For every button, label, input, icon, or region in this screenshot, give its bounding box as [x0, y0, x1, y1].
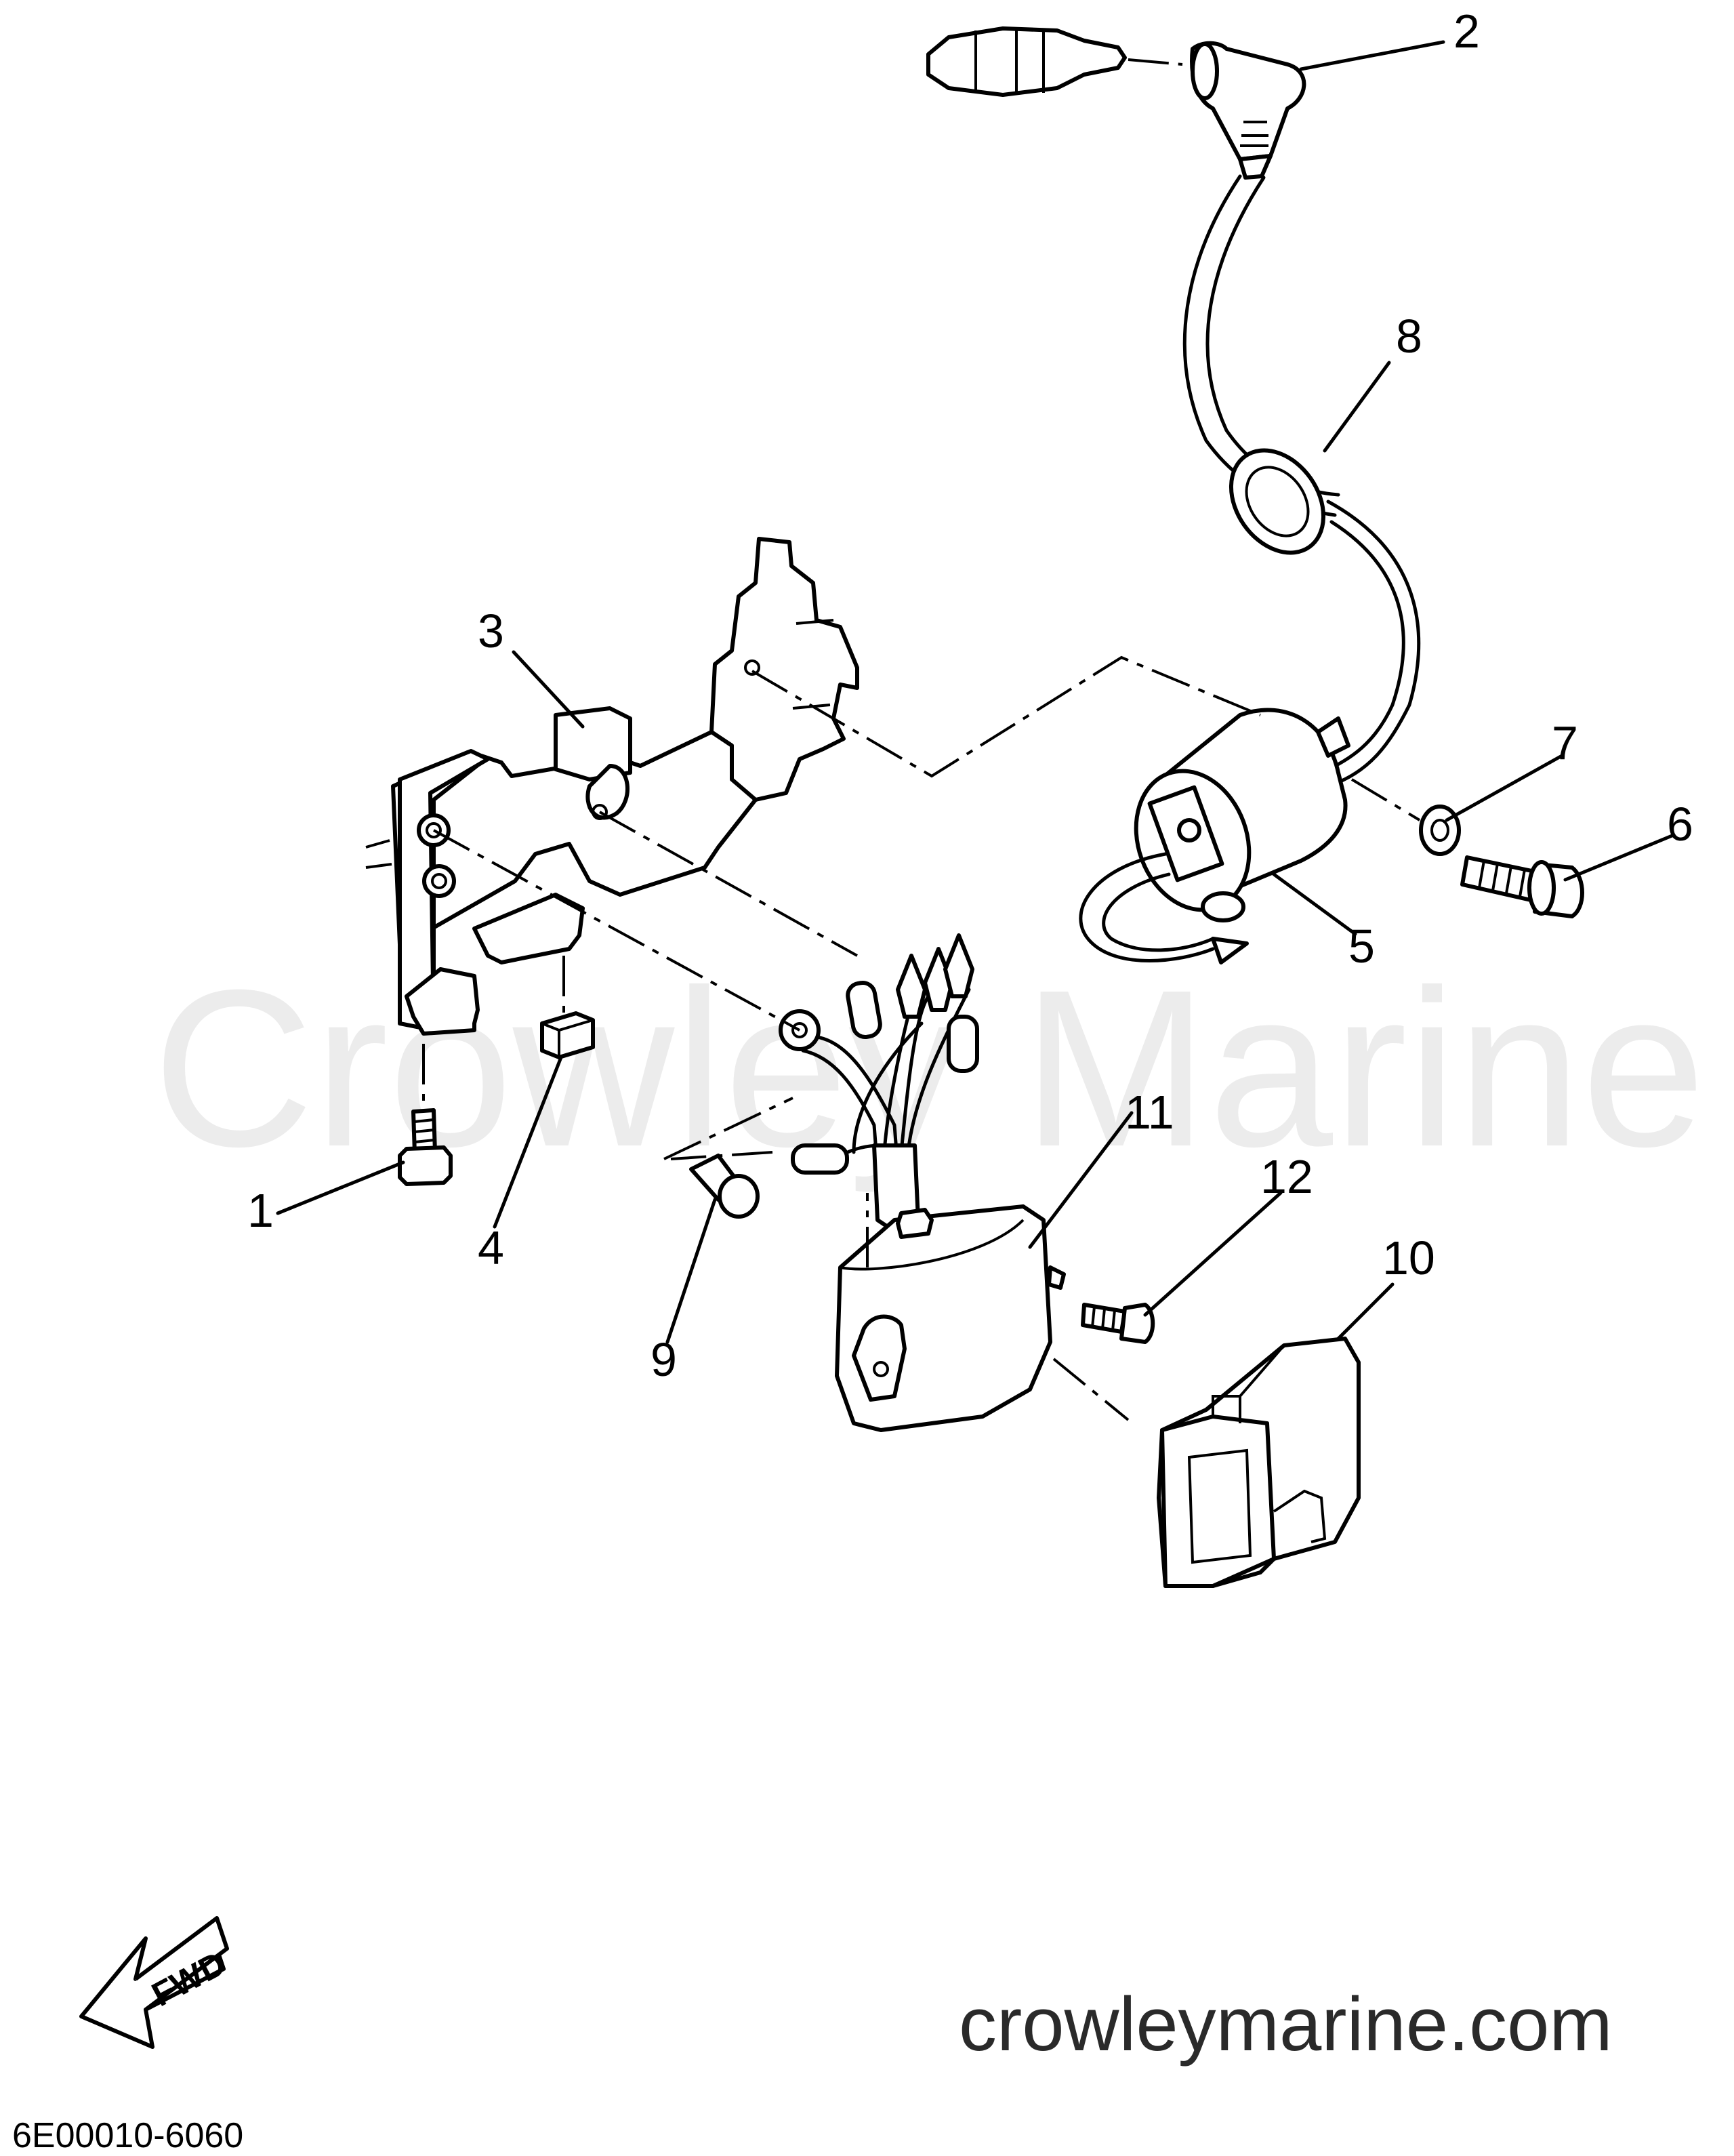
diagram-code: 6E00010-6060 [12, 2116, 243, 2155]
assembly-lines [433, 655, 1421, 1160]
callout-9: 9 [651, 1333, 677, 1386]
callout-10: 10 [1382, 1232, 1435, 1284]
base-plate [365, 537, 859, 1036]
cdi-unit [663, 933, 1066, 1432]
small-block-part [540, 956, 595, 1059]
ignition-coil [1079, 708, 1350, 964]
callout-4: 4 [478, 1221, 504, 1274]
callout-5: 5 [1348, 920, 1375, 973]
callout-12: 12 [1260, 1150, 1313, 1203]
callout-7: 7 [1552, 716, 1578, 769]
leader-lines [276, 40, 1676, 1344]
washer [1419, 805, 1461, 856]
bolt-12 [1081, 1303, 1155, 1344]
website-text: crowleymarine.com [959, 1982, 1613, 2067]
spark-plug-cap [926, 26, 1306, 180]
callout-3: 3 [478, 605, 504, 657]
callout-11: 11 [1125, 1086, 1174, 1139]
coil-bolt [1460, 855, 1584, 918]
high-tension-cord [1182, 174, 1421, 788]
cdi-cover [1052, 1337, 1361, 1588]
callout-2: 2 [1453, 5, 1480, 58]
fwd-arrow-icon: FWD [79, 1916, 232, 2049]
bolt-9 [689, 1154, 760, 1219]
flange-bolt-1 [398, 1044, 453, 1186]
callout-8: 8 [1396, 310, 1422, 363]
callout-6: 6 [1667, 798, 1693, 851]
callout-1: 1 [247, 1184, 274, 1237]
callout-labels: 2 8 3 7 6 5 11 12 10 1 4 9 [247, 5, 1693, 1386]
